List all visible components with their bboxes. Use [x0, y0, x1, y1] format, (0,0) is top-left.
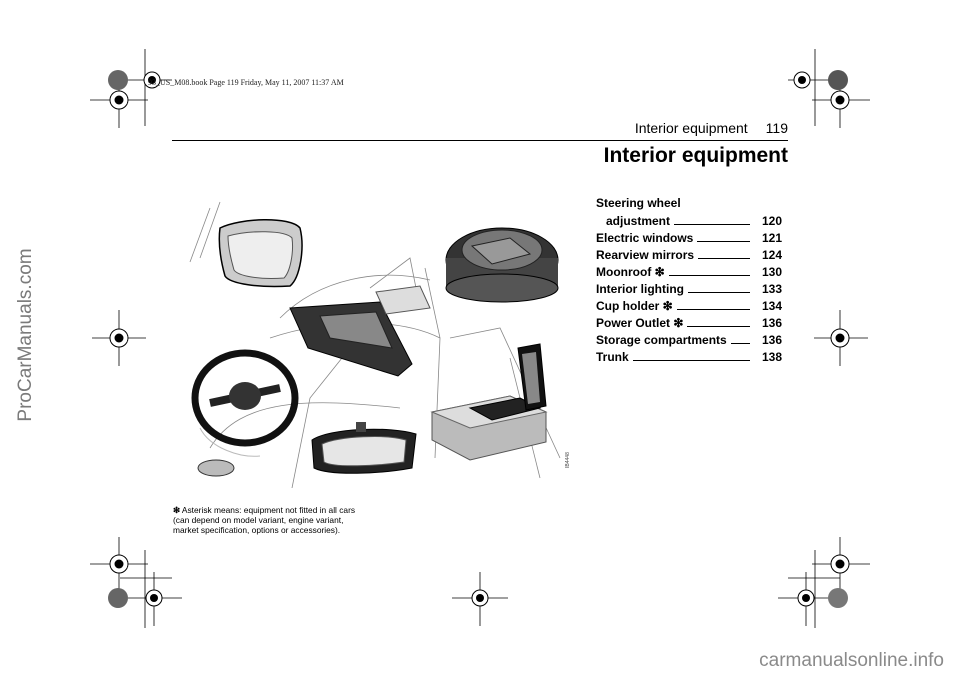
toc-leader [697, 241, 750, 242]
toc-item-page: 138 [761, 350, 782, 364]
toc-item-page: 136 [761, 316, 782, 330]
table-of-contents: Steering wheel adjustment 120 Electric w… [596, 196, 782, 364]
toc-item[interactable]: Storage compartments 136 [596, 330, 782, 347]
toc-item-label: Rearview mirrors [596, 248, 695, 262]
toc-item-label: adjustment [606, 214, 671, 228]
toc-item[interactable]: Moonroof ❇ 130 [596, 262, 782, 279]
toc-item[interactable]: Power Outlet ❇ 136 [596, 313, 782, 330]
glovebox-icon [289, 285, 431, 377]
running-head: Interior equipment 119 [635, 120, 788, 136]
toc-item[interactable]: Interior lighting 133 [596, 279, 782, 296]
toc-leader [632, 360, 750, 361]
rearview-mirror-icon [311, 422, 417, 474]
toc-item-label: Cup holder [596, 299, 660, 313]
toc-item-label: Electric windows [596, 231, 694, 245]
cup-holder-icon [445, 227, 559, 303]
asterisk-icon: ❇ [662, 299, 673, 313]
footnote-line: market specification, options or accesso… [173, 525, 341, 535]
toc-item[interactable]: Rearview mirrors 124 [596, 245, 782, 262]
image-code: IB4448 [565, 452, 571, 468]
toc-item-steering-wheel-line1: Steering wheel [596, 196, 681, 210]
asterisk-icon: ❇ [654, 265, 665, 279]
page-title: Interior equipment [603, 144, 788, 167]
toc-leader [730, 343, 750, 344]
toc-item-page: 130 [761, 265, 782, 279]
toc-item-page: 124 [761, 248, 782, 262]
asterisk-icon: ❇ [173, 505, 181, 515]
running-head-section: Interior equipment [634, 120, 748, 136]
toc-leader [676, 309, 750, 310]
toc-leader [674, 224, 750, 225]
interior-equipment-illustration [189, 201, 561, 488]
toc-item[interactable]: adjustment 120 [596, 211, 782, 228]
footnote: ❇ Asterisk means: equipment not fitted i… [173, 505, 403, 535]
toc-leader [688, 292, 750, 293]
toc-item-label: Storage compartments [596, 333, 727, 347]
mirror-icon [218, 219, 303, 288]
page-number: 119 [765, 120, 788, 136]
side-watermark: ProCarManuals.com [8, 150, 44, 520]
asterisk-icon: ❇ [673, 316, 684, 330]
print-header: 93_US_M08.book Page 119 Friday, May 11, … [148, 78, 344, 87]
toc-item-page: 120 [761, 214, 782, 228]
color-target-icon [108, 70, 848, 608]
toc-item[interactable]: Cup holder ❇ 134 [596, 296, 782, 313]
registration-mark-icon [109, 71, 850, 607]
toc-item-label: Moonroof [596, 265, 652, 279]
toc-item[interactable]: Trunk 138 [596, 347, 782, 364]
steering-wheel-icon [191, 349, 299, 477]
toc-item-label: Trunk [596, 350, 629, 364]
storage-compartment-icon [430, 343, 548, 461]
header-rule [172, 140, 788, 141]
toc-leader [698, 258, 750, 259]
footnote-text: Asterisk means: equipment not fitted in … [181, 505, 356, 515]
toc-item-page: 134 [761, 299, 782, 313]
toc-item-page: 121 [761, 231, 782, 245]
toc-leader [687, 326, 750, 327]
toc-leader [668, 275, 750, 276]
toc-item-page: 136 [761, 333, 782, 347]
toc-item-label: Power Outlet [596, 316, 671, 330]
footnote-line: ❇ Asterisk means: equipment not fitted i… [173, 505, 403, 515]
toc-item-page: 133 [761, 282, 782, 296]
toc-item[interactable]: Electric windows 121 [596, 228, 782, 245]
footnote-line: (can depend on model variant, engine var… [173, 515, 344, 525]
toc-item-label: Interior lighting [596, 282, 684, 296]
bottom-watermark: carmanualsonline.info [759, 650, 944, 671]
side-watermark-text: ProCarManuals.com [15, 248, 36, 422]
